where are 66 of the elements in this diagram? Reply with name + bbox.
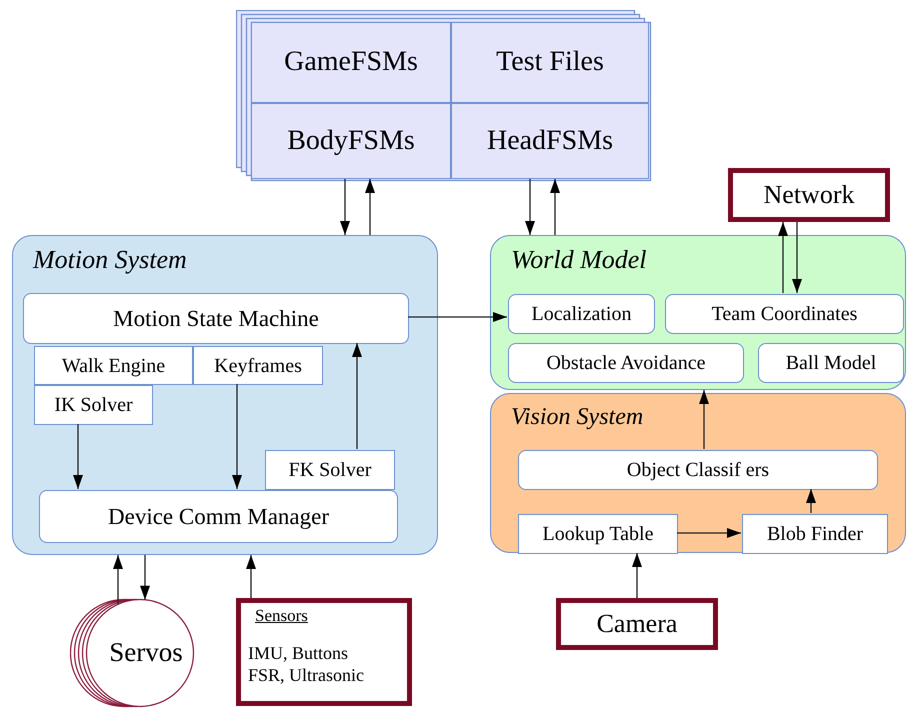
group-title: World Model xyxy=(511,246,647,275)
sensor-list: IMU, Buttons FSR, Ultrasonic xyxy=(248,643,378,686)
box-label: Camera xyxy=(596,610,678,638)
process-box xyxy=(34,385,153,425)
box-label: Servos xyxy=(108,638,183,668)
process-box xyxy=(758,343,904,383)
arrow xyxy=(778,222,788,293)
document-stack xyxy=(236,10,652,182)
arrow xyxy=(365,179,375,235)
arrow xyxy=(525,179,535,235)
box-label: FK Solver xyxy=(288,459,372,481)
box-label: Obstacle Avoidance xyxy=(546,352,706,374)
box-label: Team Coordinates xyxy=(712,303,858,325)
arrow xyxy=(806,489,816,513)
box-label: Localization xyxy=(532,303,632,325)
arrow xyxy=(246,555,256,598)
box-label: Device Comm Manager xyxy=(108,504,329,530)
table-cell xyxy=(451,103,649,179)
box-label: Walk Engine xyxy=(62,354,166,376)
arrow xyxy=(677,528,741,538)
sensor-box xyxy=(236,598,412,706)
arrow xyxy=(340,179,350,235)
box-label: Ball Model xyxy=(786,352,876,374)
box-label: Motion State Machine xyxy=(113,306,319,332)
group-panel xyxy=(490,235,906,390)
process-box xyxy=(742,514,888,554)
arrow xyxy=(352,343,362,449)
process-box xyxy=(518,514,678,554)
group-panel xyxy=(490,393,906,553)
box-label: Lookup Table xyxy=(542,523,654,545)
process-box xyxy=(508,294,655,334)
table-cell xyxy=(451,22,649,103)
process-box xyxy=(508,343,744,383)
process-box xyxy=(665,294,904,334)
arrow xyxy=(73,424,83,489)
arrow xyxy=(550,179,560,235)
group-title: Vision System xyxy=(511,404,644,430)
arrow xyxy=(792,222,802,293)
external-box xyxy=(556,598,718,650)
process-box xyxy=(34,346,193,385)
external-box xyxy=(728,168,890,222)
box-label: Object Classif ers xyxy=(626,459,770,481)
arrow xyxy=(408,312,507,322)
process-box xyxy=(193,346,323,385)
process-box xyxy=(518,450,878,490)
group-panel xyxy=(12,235,438,555)
group-title: Motion System xyxy=(33,246,187,275)
process-box xyxy=(23,293,409,344)
box-label: BodyFSMs xyxy=(287,126,415,156)
table-cell xyxy=(251,22,451,103)
box-label: Test Files xyxy=(496,47,604,78)
process-box xyxy=(39,490,398,543)
table-cell xyxy=(251,103,451,179)
arrow xyxy=(232,384,242,489)
box-label: Keyframes xyxy=(214,354,302,376)
arrow xyxy=(113,555,123,604)
box-label: GameFSMs xyxy=(284,47,418,78)
box-label: Blob Finder xyxy=(766,523,864,545)
sensor-heading: Sensors xyxy=(255,607,308,626)
box-label: HeadFSMs xyxy=(486,126,613,156)
arrow xyxy=(699,390,709,449)
process-box xyxy=(265,450,395,490)
arrow xyxy=(140,555,150,600)
arrow xyxy=(632,553,642,598)
box-label: IK Solver xyxy=(54,394,133,416)
box-label: Network xyxy=(764,180,854,210)
